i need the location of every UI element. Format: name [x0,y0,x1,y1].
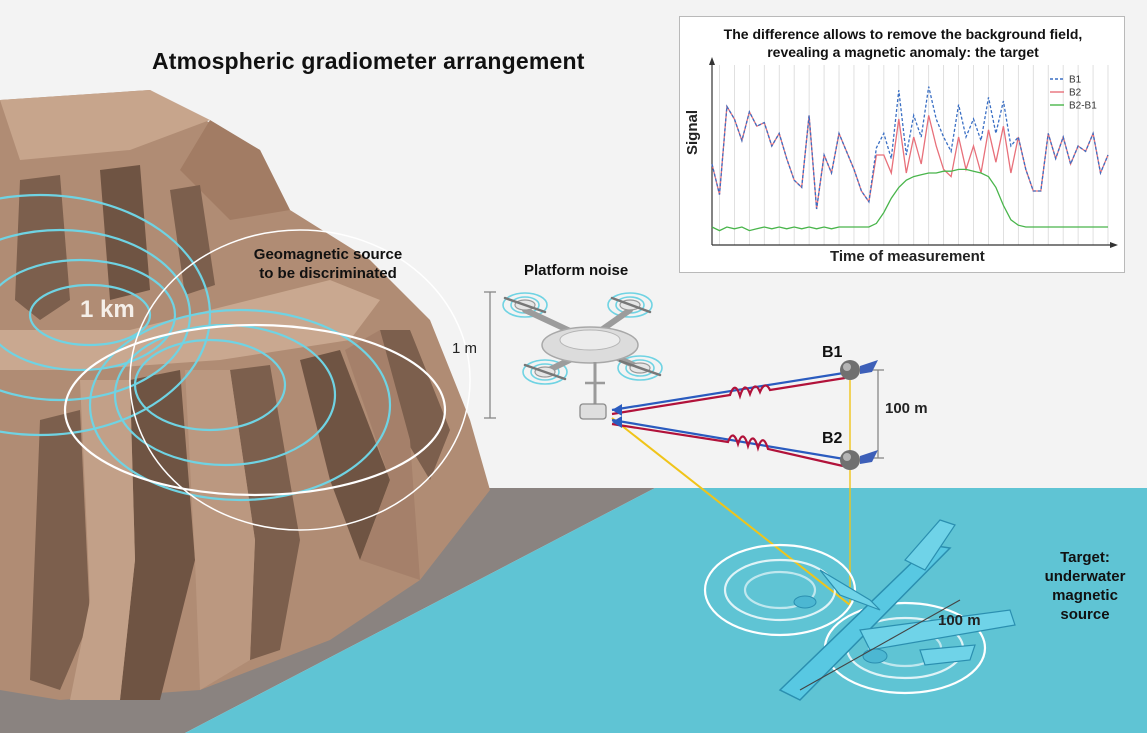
sight-lines [611,380,851,606]
geomagnetic-source-label: Geomagnetic source to be discriminated [253,246,403,282]
sensor-b1-label: B1 [822,344,843,361]
underwater-plane [778,519,1016,701]
plane-scale-line [799,599,961,691]
drone [502,292,663,420]
target-label: Target: underwater magnetic source [1044,549,1126,623]
chart-legend-label: B2-B1 [1069,101,1097,112]
sensor-b2-label: B2 [822,430,843,447]
chart-x-axis-label: Time of measurement [830,248,985,265]
sensor-separation-label: 100 m [885,400,928,417]
sensor-b2 [840,450,878,470]
platform-noise-label: Platform noise [524,262,629,279]
geomagnetic-field-lines [0,193,471,531]
distance-km-label: 1 km [80,296,135,323]
chart-title: The difference allows to remove the back… [723,26,1083,60]
drone-scale-bar [484,291,496,419]
drone-size-label: 1 m [452,340,478,357]
drone-magnetometer [579,403,607,420]
target-size-label: 100 m [938,612,981,629]
signal-paths [611,370,851,468]
chart-y-arrow [709,57,715,65]
chart-y-axis-label: Signal [684,109,701,155]
chart-series-b1 [711,86,1109,210]
chart-legend-label: B2 [1069,88,1082,99]
mountain [0,90,490,700]
chart-legend-label: B1 [1069,75,1082,86]
page-title: Atmospheric gradiometer arrangement [152,48,585,74]
chart-series-b2-b1 [711,168,1108,232]
sea [185,488,1147,733]
sensor-b1 [840,360,878,380]
chart-x-arrow [1110,242,1118,248]
